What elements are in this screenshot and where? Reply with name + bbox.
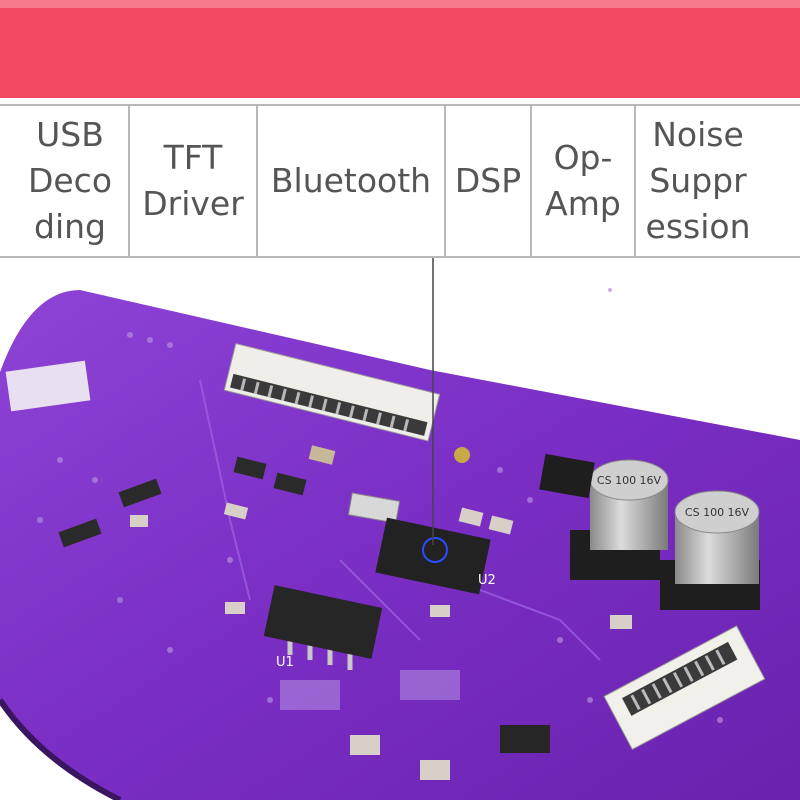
smd-components <box>58 445 632 710</box>
feature-tft-driver: TFT Driver <box>142 138 244 223</box>
pcb-photo: U2 U1 CS 100 16V CS 100 16V <box>0 258 800 800</box>
feature-table: USB Deco ding TFT Driver Bluetooth DSP O… <box>0 104 800 258</box>
regulator-chip <box>500 725 550 753</box>
focus-marker <box>422 537 448 563</box>
svg-text:U1: U1 <box>276 655 294 670</box>
svg-text:CS 100 16V: CS 100 16V <box>597 474 662 487</box>
capacitor-1: CS 100 16V <box>570 459 669 580</box>
banner-highlight <box>0 0 800 8</box>
feature-usb-decoding: USB Deco ding <box>27 115 113 246</box>
top-banner <box>0 0 800 98</box>
silkscreen-pad <box>5 360 91 412</box>
feature-op-amp: Op- Amp <box>545 138 621 223</box>
fpc-connector-top <box>223 342 441 442</box>
feature-noise-suppression: Noise Suppr ession <box>645 115 751 246</box>
opamp-chip-u1: U1 <box>263 585 383 670</box>
pcb-vias <box>37 288 723 723</box>
crystal-x1 <box>347 492 401 524</box>
table-divider <box>128 106 130 256</box>
table-divider <box>634 106 636 256</box>
table-divider <box>444 106 446 256</box>
table-divider <box>530 106 532 256</box>
fpc-connector-bottom <box>603 625 766 751</box>
feature-bluetooth: Bluetooth <box>270 161 432 200</box>
svg-text:CS 100 16V: CS 100 16V <box>685 506 750 519</box>
table-divider <box>256 106 258 256</box>
svg-text:U2: U2 <box>478 573 496 588</box>
pcb-illustration: U2 U1 CS 100 16V CS 100 16V <box>0 258 800 800</box>
feature-dsp: DSP <box>454 161 522 200</box>
main-chip-u2: U2 <box>375 517 496 595</box>
capacitor-2: CS 100 16V <box>660 490 760 610</box>
